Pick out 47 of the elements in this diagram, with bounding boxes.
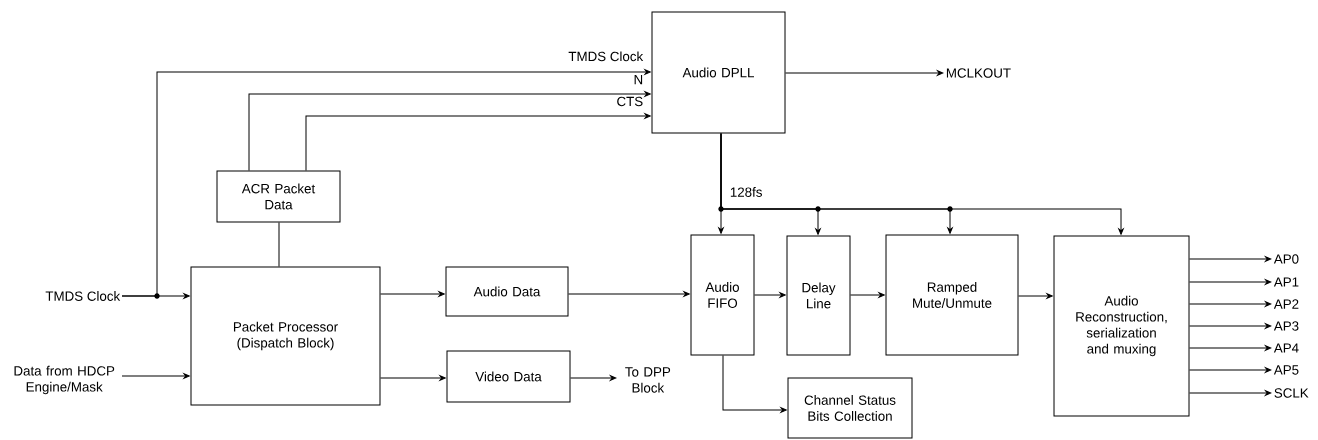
signal-label: Data from HDCP Engine/Mask xyxy=(14,365,115,395)
arrow xyxy=(720,133,1124,235)
signal-label: TMDS Clock xyxy=(45,291,121,301)
arrow xyxy=(1189,345,1272,351)
arrow xyxy=(722,355,787,413)
block-box: Audio Data xyxy=(445,266,569,317)
signal-label: To DPP Block xyxy=(625,367,671,393)
arrow xyxy=(754,292,786,298)
arrow xyxy=(1189,390,1272,396)
signal-label: SCLK xyxy=(1274,388,1309,398)
arrow xyxy=(785,70,944,76)
arrow xyxy=(248,91,651,171)
arrow xyxy=(1189,279,1272,285)
arrow xyxy=(305,113,651,171)
edge-label: CTS xyxy=(617,96,643,107)
signal-label: AP2 xyxy=(1273,299,1299,309)
arrow xyxy=(121,373,190,379)
signal-label: AP1 xyxy=(1273,277,1299,287)
edge-label: TMDS Clock xyxy=(568,51,644,62)
edge-label: N xyxy=(634,75,643,85)
signal-label: AP5 xyxy=(1273,365,1299,375)
block-box: Packet Processor (Dispatch Block) xyxy=(190,266,381,406)
block-box: Ramped Mute/Unmute xyxy=(885,234,1019,356)
block-box: Channel Status Bits Collection xyxy=(787,377,913,439)
arrow xyxy=(380,375,446,381)
block-box: Video Data xyxy=(446,350,571,403)
block-box: Delay Line xyxy=(786,235,851,356)
edge-label: 128fs xyxy=(730,187,762,197)
arrow xyxy=(1189,301,1272,307)
arrow xyxy=(568,291,690,297)
connector-line xyxy=(278,222,280,267)
arrow xyxy=(1189,256,1272,262)
block-box: Audio Reconstruction, serialization and muxing xyxy=(1053,235,1190,417)
signal-label: AP3 xyxy=(1273,321,1299,331)
signal-label: AP4 xyxy=(1273,343,1299,353)
arrow xyxy=(1189,367,1272,373)
arrow xyxy=(1189,323,1272,329)
block-box: Audio DPLL xyxy=(651,11,786,134)
block-box: Audio FIFO xyxy=(690,234,755,356)
signal-label: MCLKOUT xyxy=(946,68,1011,78)
arrow xyxy=(850,292,885,298)
block-box: ACR Packet Data xyxy=(216,170,341,223)
arrow xyxy=(1018,293,1053,299)
arrow xyxy=(380,291,445,297)
signal-label: AP0 xyxy=(1273,254,1299,264)
arrow xyxy=(570,375,617,381)
arrow xyxy=(121,69,651,297)
